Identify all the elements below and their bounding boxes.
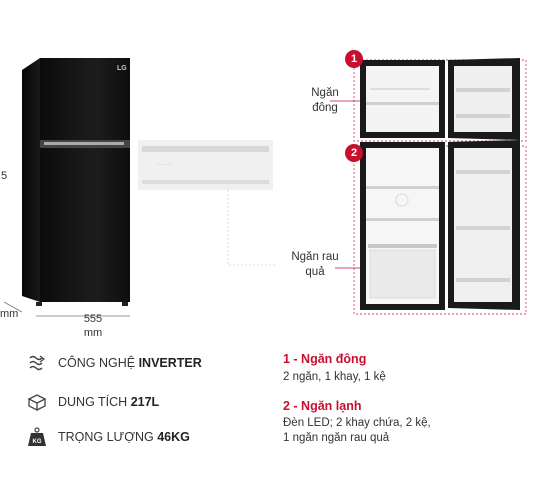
fridge-open-image (360, 58, 520, 310)
freezer-compartment-title: 1 - Ngăn đông (283, 352, 367, 366)
spec-capacity: DUNG TÍCH 217L (26, 389, 159, 415)
width-dimension-unit: mm (83, 327, 103, 339)
spec-capacity-value: 217L (130, 395, 160, 409)
brand-logo: LG (117, 65, 127, 72)
spec-weight-value: 46KG (157, 430, 190, 444)
fridge-closed-image (3, 58, 130, 317)
crisper-callout-label: Ngăn rau quả (291, 251, 339, 278)
weight-icon: KG (28, 427, 46, 446)
spec-weight: KG TRỌNG LƯỢNG 46KG (26, 424, 190, 450)
fridge-compartment-desc: Đèn LED; 2 khay chứa, 2 kệ, 1 ngăn ngăn … (283, 417, 431, 444)
freezer-badge: 1 (345, 50, 363, 68)
spec-inverter-value: INVERTER (138, 356, 202, 370)
spec-inverter-prefix: CÔNG NGHỆ (58, 356, 139, 370)
freezer-callout-label: Ngăn đông (311, 87, 339, 114)
spec-inverter: CÔNG NGHỆ INVERTER (26, 350, 202, 376)
weight-icon-text: KG (33, 439, 42, 445)
spec-capacity-prefix: DUNG TÍCH (58, 395, 131, 409)
svg-text:· · · · ·: · · · · · (158, 162, 172, 168)
fridge-badge: 2 (345, 144, 363, 162)
width-dimension-value: 555 (83, 313, 103, 325)
freezer-compartment-desc: 2 ngăn, 1 khay, 1 kệ (283, 371, 386, 383)
freezer-detail-zoom: · · · · · (138, 140, 273, 190)
depth-dimension: mm (0, 308, 19, 320)
spec-weight-prefix: TRỌNG LƯỢNG (58, 430, 158, 444)
inverter-icon (29, 355, 45, 371)
fridge-compartment-title: 2 - Ngăn lạnh (283, 399, 362, 413)
height-dimension: 5 (0, 170, 8, 182)
capacity-icon (27, 394, 47, 412)
